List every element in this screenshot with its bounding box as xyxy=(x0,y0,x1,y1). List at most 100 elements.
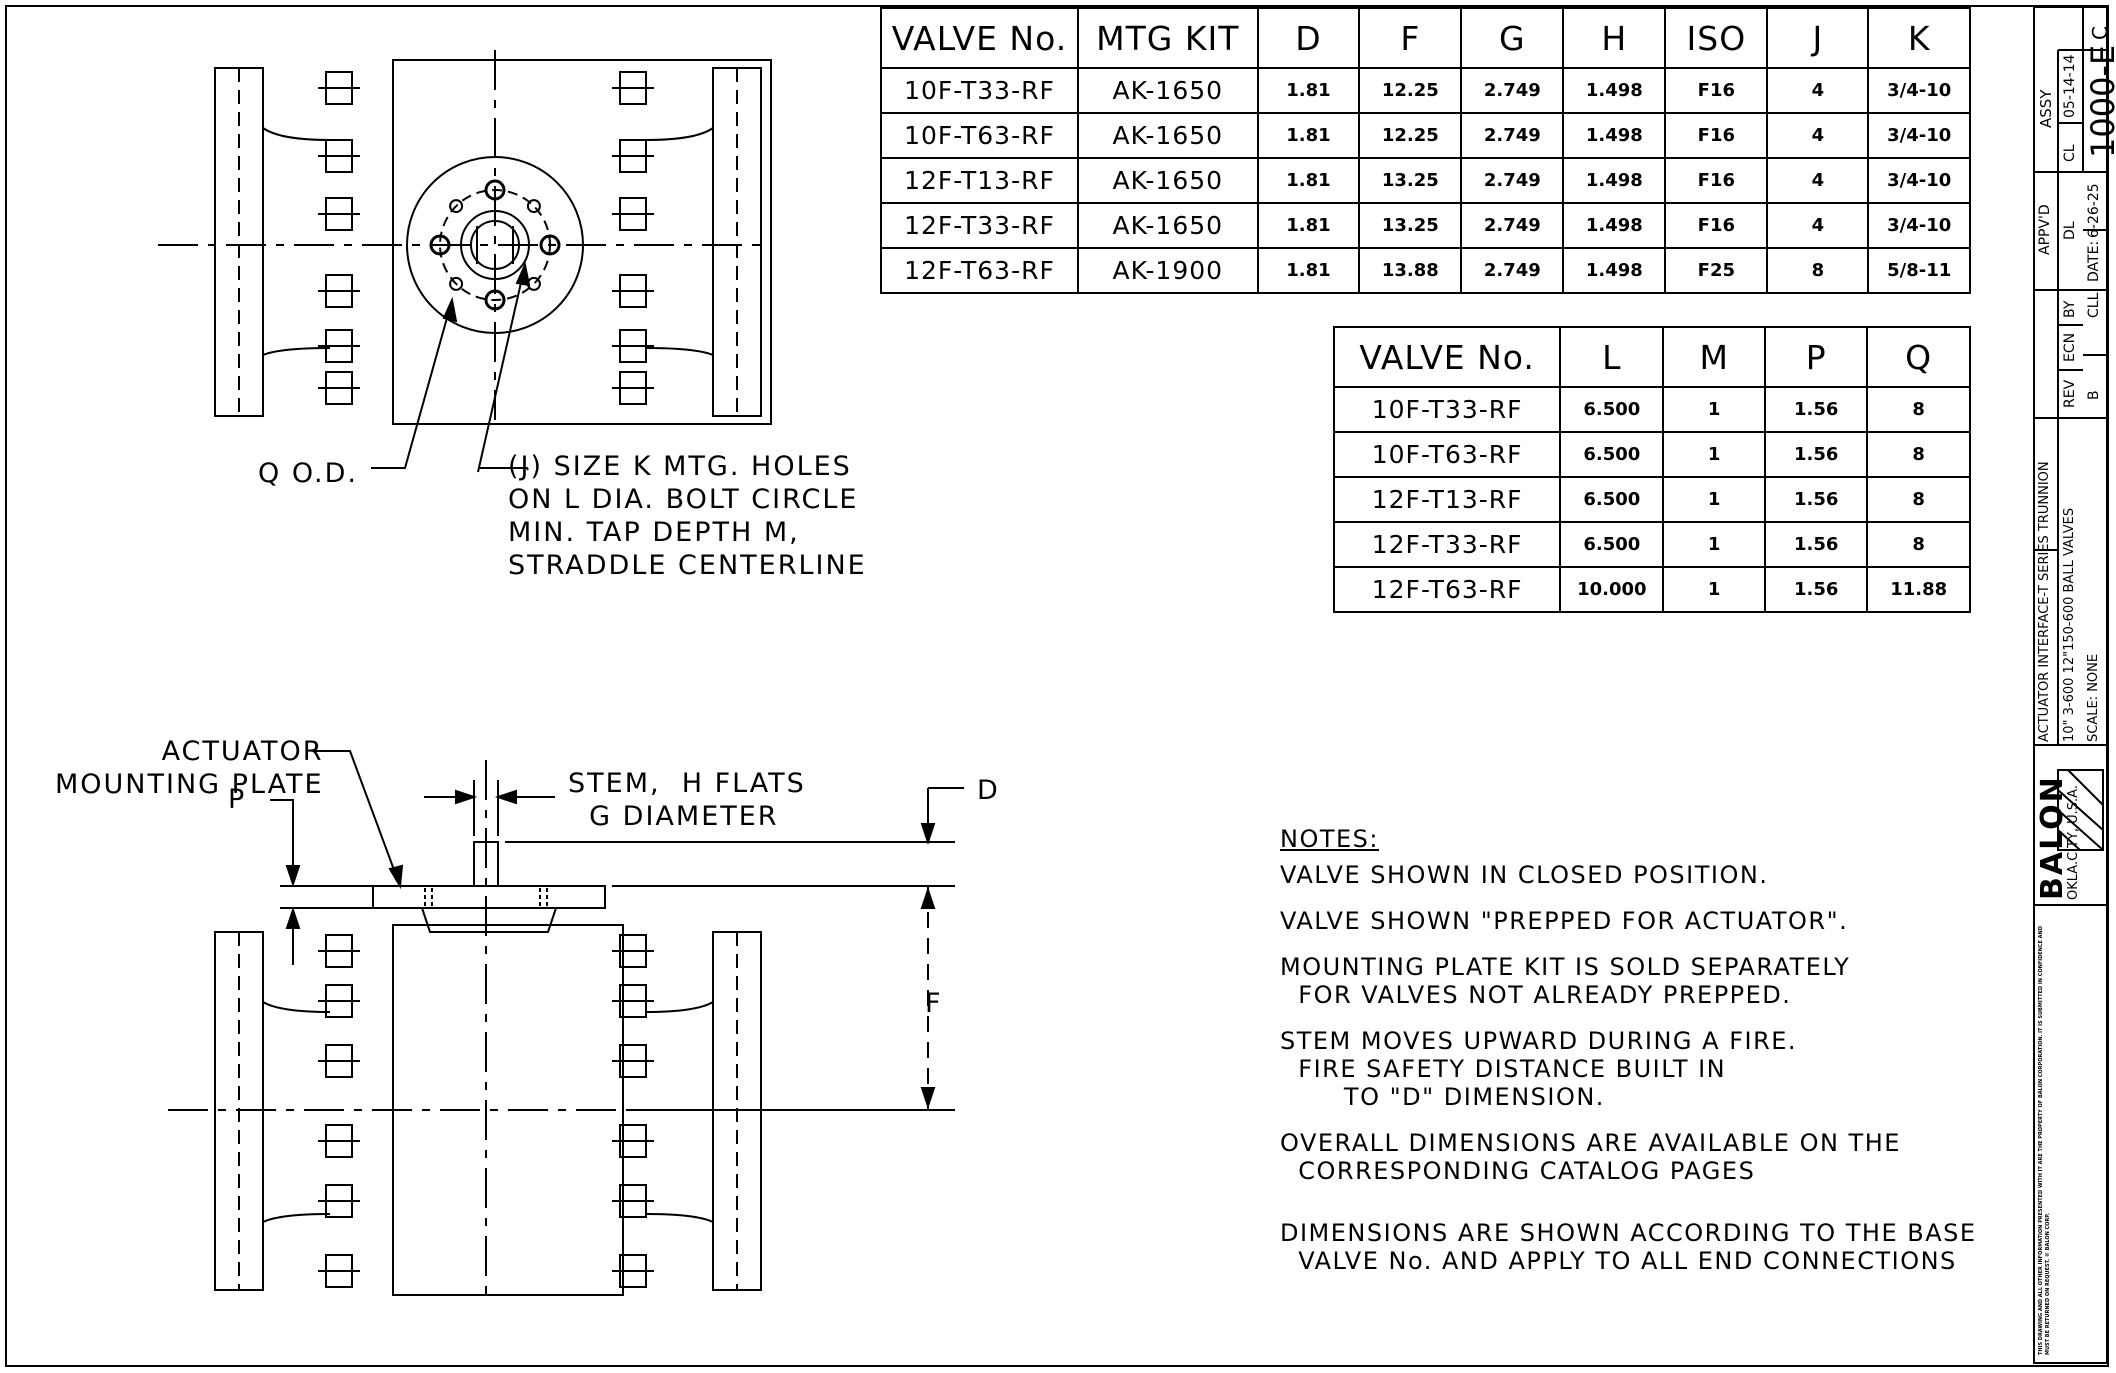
mounting-hole xyxy=(539,234,561,256)
by-label: BY xyxy=(2062,300,2078,318)
table-cell: 4 xyxy=(1766,157,1870,204)
description-line-2: 10" 3-600 12"150-600 BALL VALVES xyxy=(2062,507,2077,742)
table-cell: AK-1900 xyxy=(1076,247,1259,294)
table-cell: AK-1650 xyxy=(1076,112,1259,159)
note-line: STEM MOVES UPWARD DURING A FIRE. FIRE SA… xyxy=(1280,1027,1798,1111)
drawing-number: 1000-E xyxy=(2084,44,2116,158)
mounting-holes-label: (J) SIZE K MTG. HOLES ON L DIA. BOLT CIR… xyxy=(508,451,867,581)
table-cell: 1.81 xyxy=(1256,112,1361,159)
table-cell: AK-1650 xyxy=(1076,157,1259,204)
table-cell: 1 xyxy=(1662,431,1767,478)
rev-label: REV xyxy=(2062,379,2078,408)
appvd-dl: DL xyxy=(2062,221,2078,240)
table-cell: 2.749 xyxy=(1460,67,1565,114)
mounting-hole xyxy=(484,179,506,201)
table-cell: 1.56 xyxy=(1764,566,1869,613)
table-cell: F16 xyxy=(1664,202,1769,249)
col-header: Q xyxy=(1866,326,1971,388)
table-cell: F25 xyxy=(1664,247,1769,294)
dimension-table-1: VALVE No. MTG KIT D F G H ISO J K 10F-T3… xyxy=(880,7,1971,294)
table-cell: 12.25 xyxy=(1358,67,1463,114)
table-cell: 8 xyxy=(1866,431,1971,478)
table-cell: F16 xyxy=(1664,112,1769,159)
company-logo: BALON xyxy=(2035,775,2070,900)
col-header: L xyxy=(1559,326,1665,388)
table-cell: 4 xyxy=(1766,67,1870,114)
table-cell: 1 xyxy=(1662,476,1767,523)
col-header: F xyxy=(1358,7,1463,69)
appvd-label: APPV'D xyxy=(2037,204,2053,255)
table-cell: 6.500 xyxy=(1559,521,1665,568)
table-cell: 1.56 xyxy=(1764,431,1869,478)
f-dimension-label: F xyxy=(925,988,943,1019)
table-header-row: VALVE No. L M P Q xyxy=(1332,326,1971,388)
table-cell: 3/4-10 xyxy=(1867,67,1971,114)
table-cell: 8 xyxy=(1866,521,1971,568)
table-cell: 8 xyxy=(1866,476,1971,523)
description-line-1: ACTUATOR INTERFACE-T SERIES TRUNNION xyxy=(2037,461,2052,742)
table-cell: 1.56 xyxy=(1764,521,1869,568)
col-header: VALVE No. xyxy=(1332,326,1562,388)
table-cell: 10.000 xyxy=(1559,566,1665,613)
notes-section: NOTES: VALVE SHOWN IN CLOSED POSITION. V… xyxy=(1280,825,1977,1293)
mounting-hole xyxy=(449,276,464,291)
col-header: M xyxy=(1662,326,1767,388)
note-line: VALVE SHOWN IN CLOSED POSITION. xyxy=(1280,861,1769,889)
table-cell: 1 xyxy=(1662,566,1767,613)
table-cell: 1.81 xyxy=(1256,67,1361,114)
table-cell: 6.500 xyxy=(1559,476,1665,523)
table-cell: 1.81 xyxy=(1256,157,1361,204)
table-cell: 10F-T63-RF xyxy=(880,112,1079,159)
assy-label: ASSY xyxy=(2037,89,2055,128)
table-cell: 3/4-10 xyxy=(1867,112,1971,159)
table-cell: 2.749 xyxy=(1460,247,1565,294)
table-cell: 4 xyxy=(1766,202,1870,249)
note-line: OVERALL DIMENSIONS ARE AVAILABLE ON THE … xyxy=(1280,1129,1901,1185)
mounting-hole xyxy=(484,289,506,311)
q-od-label: Q O.D. xyxy=(258,458,358,489)
assy-date: 05-14-14 xyxy=(2062,54,2078,118)
table-cell: 12F-T13-RF xyxy=(880,157,1079,204)
table-cell: AK-1650 xyxy=(1076,202,1259,249)
table-cell: 12F-T13-RF xyxy=(1332,476,1562,523)
table-cell: 10F-T33-RF xyxy=(1332,386,1562,433)
table-cell: 6.500 xyxy=(1559,386,1665,433)
table-cell: 1.56 xyxy=(1764,476,1869,523)
p-dimension-label: P xyxy=(228,784,247,815)
table-cell: 2.749 xyxy=(1460,112,1565,159)
table-cell: 1.498 xyxy=(1562,67,1667,114)
table-cell: 1 xyxy=(1662,521,1767,568)
by-value: CLL xyxy=(2086,292,2102,318)
col-header: MTG KIT xyxy=(1076,7,1259,69)
col-header: K xyxy=(1867,7,1971,69)
mounting-hole xyxy=(449,199,464,214)
top-view xyxy=(158,50,772,473)
col-header: H xyxy=(1562,7,1667,69)
table-cell: 8 xyxy=(1766,247,1870,294)
note-line: VALVE SHOWN "PREPPED FOR ACTUATOR". xyxy=(1280,907,1849,935)
table-cell: 12F-T33-RF xyxy=(1332,521,1562,568)
table-cell: 4 xyxy=(1766,112,1870,159)
disclaimer-text: THIS DRAWING AND ALL OTHER INFORMATION P… xyxy=(2038,926,2051,1355)
table-cell: AK-1650 xyxy=(1076,67,1259,114)
table-header-row: VALVE No. MTG KIT D F G H ISO J K xyxy=(880,7,1971,69)
table-cell: 8 xyxy=(1866,386,1971,433)
table-cell: 5/8-11 xyxy=(1867,247,1971,294)
table-cell: 13.25 xyxy=(1358,157,1463,204)
table-cell: 12.25 xyxy=(1358,112,1463,159)
side-view xyxy=(168,750,964,1300)
note-line: DIMENSIONS ARE SHOWN ACCORDING TO THE BA… xyxy=(1280,1219,1977,1275)
assy-cl: CL xyxy=(2062,144,2078,162)
table-cell: 2.749 xyxy=(1460,157,1565,204)
table-cell: F16 xyxy=(1664,67,1769,114)
